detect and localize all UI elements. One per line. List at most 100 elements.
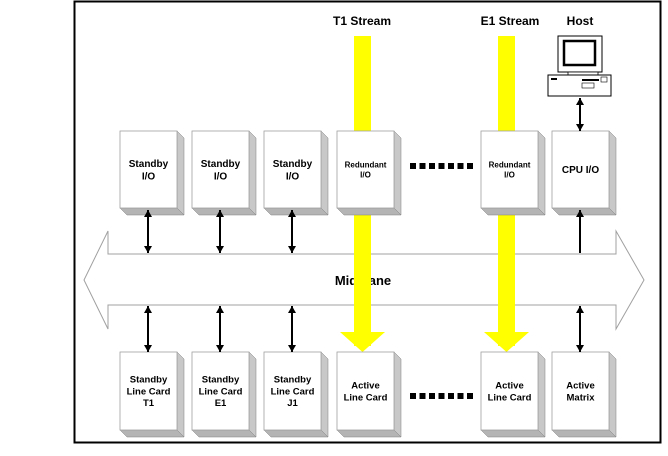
arrow-top-0 xyxy=(144,210,152,253)
arrow-head xyxy=(576,98,584,105)
box-side-face xyxy=(176,351,185,438)
ellipsis-square xyxy=(457,163,464,169)
box-front-face xyxy=(119,130,178,209)
box-side-face xyxy=(393,130,402,216)
box-label-line: Line Card xyxy=(488,392,532,403)
box-label-line: Line Card xyxy=(344,392,388,403)
host-computer-icon xyxy=(547,35,612,97)
box-bottom-face xyxy=(551,207,617,216)
box-bottom-face xyxy=(263,207,329,216)
box-front-face xyxy=(263,351,322,431)
arrow-midplane-matrix xyxy=(576,306,584,352)
arrow-cpu-midplane xyxy=(576,210,584,253)
arrow-head xyxy=(216,246,224,253)
t1-stream-label: T1 Stream xyxy=(333,14,391,28)
box-label-line: Line Card xyxy=(127,386,171,397)
box-label-line: I/O xyxy=(142,171,156,182)
box-label-line: I/O xyxy=(504,170,515,179)
box-bottom-face xyxy=(119,207,185,216)
box-front-face xyxy=(480,351,539,431)
ellipsis-square xyxy=(429,393,435,399)
box-label-line: I/O xyxy=(360,170,371,179)
ellipsis-square xyxy=(419,163,426,169)
box-label-line: I/O xyxy=(214,171,228,182)
box-cpu-io: CPU I/O xyxy=(551,130,617,216)
box-label-line: Line Card xyxy=(199,386,243,397)
box-label-line: Redundant xyxy=(345,160,387,169)
box-label-line: Line Card xyxy=(271,386,315,397)
box-front-face xyxy=(119,351,178,431)
box-front-face xyxy=(191,351,250,431)
arrow-head xyxy=(216,345,224,352)
box-bottom-face xyxy=(480,207,546,216)
box-front-face xyxy=(263,130,322,209)
box-label-line: Matrix xyxy=(567,392,596,403)
box-bottom-face xyxy=(263,429,329,438)
arrow-head xyxy=(288,306,296,313)
box-side-face xyxy=(320,130,329,216)
box-front-face xyxy=(551,351,610,431)
box-front-face xyxy=(191,130,250,209)
ellipsis-square xyxy=(438,163,445,169)
ellipsis-square xyxy=(419,393,426,399)
host-label: Host xyxy=(567,14,594,28)
ellipsis-square xyxy=(438,393,445,399)
box-side-face xyxy=(537,130,546,216)
ellipsis-square xyxy=(467,393,473,399)
ellipsis-bottom xyxy=(410,393,473,399)
box-bottom-face xyxy=(336,207,402,216)
t1-stream-arrowhead xyxy=(340,332,385,352)
e1-stream-label: E1 Stream xyxy=(481,14,540,28)
ellipsis-square xyxy=(429,163,435,169)
ellipsis-square xyxy=(410,163,416,169)
arrow-head xyxy=(288,210,296,217)
ellipsis-square xyxy=(448,393,454,399)
e1-stream-arrowhead xyxy=(484,332,529,352)
box-label-line: Redundant xyxy=(489,160,531,169)
box-side-face xyxy=(608,351,617,438)
box-side-face xyxy=(393,351,402,438)
arrow-head xyxy=(144,246,152,253)
arrow-head xyxy=(288,246,296,253)
arrow-head xyxy=(576,210,584,217)
box-side-face xyxy=(248,351,257,438)
box-bottom-face xyxy=(480,429,546,438)
box-side-face xyxy=(176,130,185,216)
box-bottom-face xyxy=(119,429,185,438)
box-front-face xyxy=(551,130,610,209)
box-bottom-face xyxy=(336,429,402,438)
arrow-host-cpu xyxy=(576,98,584,131)
box-front-face xyxy=(480,130,539,209)
arrow-bottom-2 xyxy=(288,306,296,352)
arrow-head xyxy=(144,306,152,313)
arrow-bottom-1 xyxy=(216,306,224,352)
arrow-bottom-0 xyxy=(144,306,152,352)
arrow-head xyxy=(288,345,296,352)
ellipsis-square xyxy=(410,393,416,399)
box-label-line: Active xyxy=(495,380,524,391)
box-label-line: CPU I/O xyxy=(562,165,599,176)
ellipsis-square xyxy=(457,393,464,399)
box-bottom-face xyxy=(191,429,257,438)
box-label-line: I/O xyxy=(286,171,300,182)
box-label-line: T1 xyxy=(143,398,155,409)
box-side-face xyxy=(608,130,617,216)
box-label-line: Standby xyxy=(273,159,313,170)
box-front-face xyxy=(336,130,395,209)
box-label-line: Active xyxy=(351,380,380,391)
ellipsis-square xyxy=(467,163,473,169)
arrow-top-2 xyxy=(288,210,296,253)
box-label-line: E1 xyxy=(215,398,227,409)
box-side-face xyxy=(248,130,257,216)
